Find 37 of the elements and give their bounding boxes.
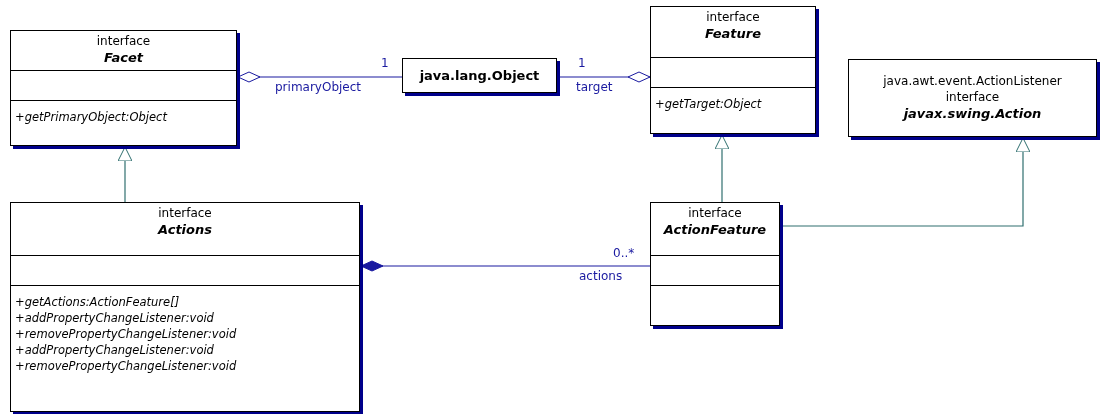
aggregation-line — [557, 71, 651, 83]
operation-text: +getActions:ActionFeature[] — [15, 294, 181, 310]
class-name: java.lang.Object — [419, 66, 540, 85]
stereotype-label: interface — [158, 205, 212, 221]
generalization-arrow — [714, 134, 730, 203]
multiplicity-label: 1 — [381, 56, 389, 71]
composition-line — [360, 260, 651, 272]
stereotype-label: interface — [96, 33, 151, 49]
class-name: ActionFeature — [663, 221, 767, 239]
aggregation-line — [237, 71, 403, 83]
operation-text: +removePropertyChangeListener:void — [15, 358, 238, 374]
role-name: primaryObject — [275, 80, 362, 95]
role-name: actions — [579, 269, 623, 284]
class-name: javax.swing.Action — [903, 105, 1042, 123]
operation-text: +getTarget:Object — [655, 96, 763, 112]
class-name: Actions — [158, 221, 212, 239]
operation-text: +addPropertyChangeListener:void — [15, 310, 215, 326]
generalization-arrow — [117, 146, 133, 203]
generalization-arrow — [780, 137, 1031, 227]
multiplicity-label: 0..* — [613, 246, 635, 261]
operation-text: +addPropertyChangeListener:void — [15, 342, 215, 358]
class-box — [10, 30, 237, 146]
class-box — [848, 59, 1097, 137]
class-name: Facet — [104, 49, 143, 67]
class-box — [10, 202, 360, 412]
stereotype-label: interface — [688, 205, 742, 221]
stereotype-label: interface — [706, 9, 760, 25]
class-box — [402, 58, 557, 93]
stereotype-label: interface — [945, 89, 1000, 105]
stereotype-label: java.awt.event.ActionListener — [883, 73, 1062, 89]
multiplicity-label: 1 — [578, 56, 586, 71]
role-name: target — [576, 80, 613, 95]
class-name: Feature — [704, 25, 762, 43]
operation-text: +getPrimaryObject:Object — [15, 109, 169, 125]
operation-text: +removePropertyChangeListener:void — [15, 326, 238, 342]
class-box — [650, 202, 780, 326]
class-box — [650, 6, 816, 134]
